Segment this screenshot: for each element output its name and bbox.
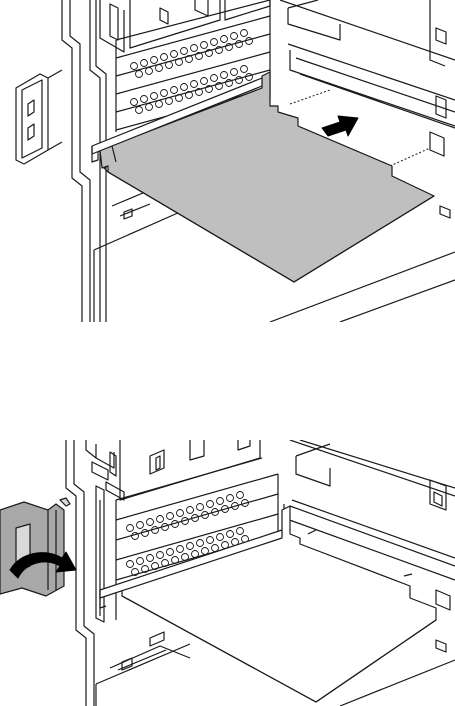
- step-1-illustration: [0, 0, 455, 322]
- retainer-latch-open: [16, 70, 62, 164]
- chassis-frame: [66, 440, 104, 706]
- step-2-panel: [0, 440, 455, 706]
- top-connector: [92, 440, 260, 500]
- push-arrow-icon: [322, 116, 358, 136]
- chassis-frame: [62, 0, 106, 322]
- retainer-latch-closed: [0, 498, 70, 596]
- top-connector: [100, 0, 270, 52]
- step-1-panel: [0, 0, 455, 322]
- step-2-illustration: [0, 440, 455, 706]
